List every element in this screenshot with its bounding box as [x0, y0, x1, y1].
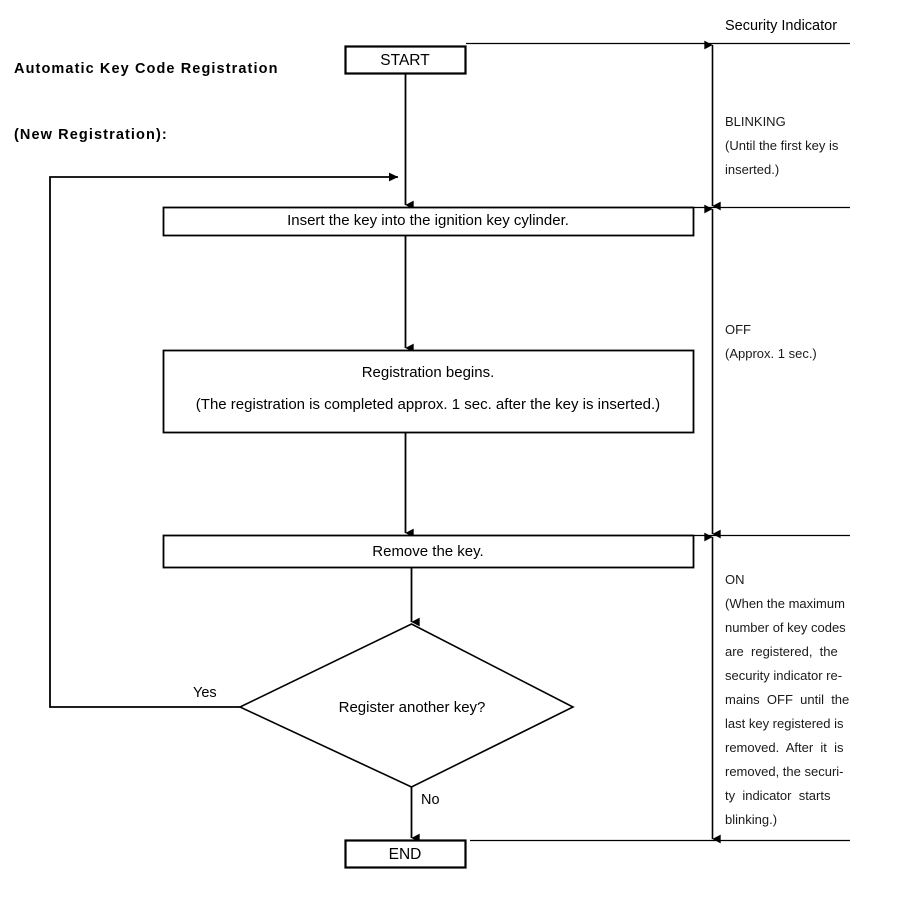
- indicator-phase-on-line-9: ty indicator starts: [725, 788, 831, 803]
- end-node-label: END: [388, 846, 422, 863]
- indicator-phase-on-line-1: (When the maximum: [725, 596, 845, 611]
- indicator-phase-blinking-line-0: BLINKING: [725, 114, 786, 129]
- page-title-line1: Automatic Key Code Registration: [14, 61, 279, 77]
- indicator-phase-on-line-8: removed, the securi-: [725, 764, 844, 779]
- indicator-phase-blinking-line-2: inserted.): [725, 162, 780, 177]
- indicator-phase-on-line-0: ON: [725, 572, 745, 587]
- indicator-phase-on-line-3: are registered, the: [725, 644, 838, 659]
- connector-loop-yes: [49, 172, 399, 708]
- registration-begins-box-shape: [162, 349, 695, 434]
- decision-node-label: Register another key?: [338, 699, 486, 716]
- indicator-phase-off-line-1: (Approx. 1 sec.): [725, 346, 817, 361]
- page-title-line2: (New Registration):: [14, 127, 168, 143]
- insert-key-box-shape: [162, 206, 695, 237]
- indicator-phase-on-note: ON (When the maximum number of key codes…: [725, 568, 870, 832]
- indicator-phase-on-line-4: security indicator re-: [725, 668, 843, 683]
- branch-label-no: No: [421, 792, 440, 808]
- end-box-shape: [344, 839, 467, 869]
- indicator-phase-on-line-5: mains OFF until the: [725, 692, 850, 707]
- start-node-label: START: [380, 52, 430, 69]
- indicator-phase-on-line-2: number of key codes: [725, 620, 846, 635]
- indicator-phase-blinking-note: BLINKING (Until the first key is inserte…: [725, 110, 865, 182]
- page-title: Automatic Key Code Registration (New Reg…: [14, 14, 279, 190]
- security-indicator-heading: Security Indicator: [725, 18, 838, 34]
- indicator-phase-on-line-7: removed. After it is: [725, 740, 844, 755]
- indicator-phase-on-line-6: last key registered is: [725, 716, 844, 731]
- indicator-phase-blinking-line-1: (Until the first key is: [725, 138, 839, 153]
- insert-key-node-label: Insert the key into the ignition key cyl…: [287, 212, 569, 229]
- remove-key-node-label: Remove the key.: [372, 543, 484, 560]
- remove-key-box-shape: [162, 534, 695, 569]
- indicator-phase-off-line-0: OFF: [725, 322, 751, 337]
- branch-label-yes: Yes: [193, 685, 217, 701]
- registration-begins-node-label-line2: (The registration is completed approx. 1…: [195, 396, 661, 413]
- indicator-phase-off-note: OFF (Approx. 1 sec.): [725, 318, 875, 366]
- registration-begins-node-label-line1: Registration begins.: [361, 364, 495, 381]
- indicator-phase-on-line-10: blinking.): [725, 812, 778, 827]
